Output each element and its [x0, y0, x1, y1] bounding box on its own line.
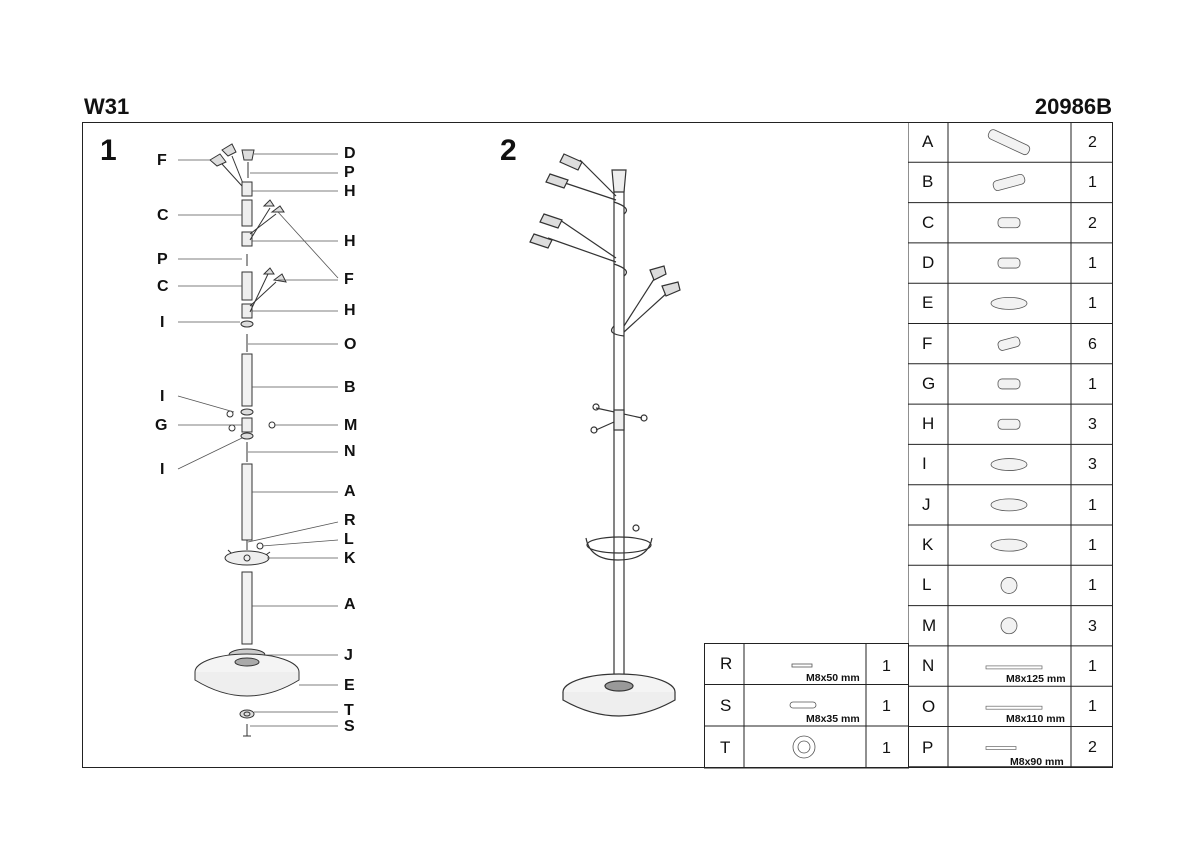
hardware-o-letter: O — [922, 697, 936, 716]
hook-tip-icon — [997, 336, 1021, 351]
part-qty: 3 — [1088, 617, 1097, 635]
connector-tube-icon — [997, 217, 1021, 229]
callout-b: B — [344, 379, 356, 396]
part-qty: 1 — [1088, 496, 1097, 514]
callout-c-lower: C — [157, 278, 169, 295]
part-letter: B — [922, 172, 934, 192]
part-letter: A — [922, 132, 934, 151]
callout-c: C — [157, 207, 169, 224]
exploded-view-diagram — [177, 143, 339, 737]
callout-k: K — [344, 550, 356, 567]
part-letter: K — [922, 535, 934, 554]
top-cap-icon — [997, 257, 1021, 269]
hardware-r-dim: M8x50 mm — [806, 672, 860, 684]
hardware-o-dim: M8x110 mm — [1006, 713, 1065, 725]
hardware-s-letter: S — [720, 696, 732, 715]
callout-p-top: P — [344, 164, 355, 181]
part-letter: C — [922, 212, 935, 232]
parts-table — [908, 122, 1113, 768]
part-letter: E — [922, 293, 934, 313]
instruction-frame — [82, 122, 1113, 768]
part-letter: I — [922, 454, 927, 474]
callout-g: G — [155, 417, 168, 434]
callout-p: P — [157, 251, 168, 268]
hardware-r-qty: 1 — [882, 658, 891, 675]
part-letter: M — [922, 615, 937, 635]
hardware-n-qty: 1 — [1088, 658, 1097, 675]
callout-i-lower: I — [160, 461, 165, 478]
callout-f-right: F — [344, 271, 354, 288]
washer-disc-icon — [990, 458, 1028, 471]
umbrella-tray-icon — [990, 538, 1028, 552]
arm-hub-icon — [997, 418, 1021, 430]
part-qty: 1 — [1088, 254, 1097, 272]
callout-d: D — [344, 145, 356, 162]
part-letter: F — [922, 333, 933, 353]
hardware-n-letter: N — [922, 656, 935, 675]
callout-n: N — [344, 443, 356, 460]
part-qty: 1 — [1088, 375, 1097, 393]
hardware-t-qty: 1 — [882, 740, 891, 757]
hardware-s-dim: M8x35 mm — [806, 713, 860, 725]
part-qty: 3 — [1088, 456, 1097, 474]
part-qty: 2 — [1088, 214, 1097, 232]
hardware-s-qty: 1 — [882, 698, 891, 715]
product-code: 20986B — [1034, 94, 1112, 119]
part-qty: 1 — [1088, 174, 1097, 192]
callout-i: I — [160, 314, 165, 331]
callout-l: L — [344, 531, 354, 548]
callout-e: E — [344, 677, 355, 694]
callout-i-middle: I — [160, 388, 165, 405]
callout-m: M — [344, 417, 358, 434]
base-plate-icon — [990, 498, 1028, 512]
long-tube-icon — [987, 129, 1031, 156]
part-letter: H — [922, 414, 935, 434]
short-tube-icon — [992, 173, 1026, 191]
part-letter: G — [922, 373, 936, 393]
part-qty: 1 — [1088, 295, 1097, 313]
callout-f: F — [157, 152, 167, 169]
part-letter: J — [922, 494, 931, 514]
callout-o: O — [344, 336, 357, 353]
callout-h-top: H — [344, 183, 356, 200]
threaded-rod-icon — [985, 746, 1017, 750]
small-ball-icon — [1000, 617, 1018, 635]
callout-a-upper: A — [344, 483, 356, 500]
callout-h-middle: H — [344, 233, 356, 250]
part-qty: 1 — [1088, 577, 1097, 595]
hardware-p-qty: 2 — [1088, 739, 1097, 756]
ball-knob-icon — [1000, 577, 1018, 594]
callout-r: R — [344, 512, 356, 529]
part-qty: 6 — [1088, 335, 1097, 353]
threaded-rod-icon — [985, 665, 1043, 670]
hardware-table — [704, 643, 909, 769]
part-letter: D — [922, 252, 935, 272]
callout-s: S — [344, 718, 355, 735]
hardware-t-letter: T — [720, 738, 731, 757]
hardware-p-letter: P — [922, 738, 934, 757]
hardware-o-qty: 1 — [1088, 698, 1097, 715]
part-qty: 1 — [1088, 537, 1097, 554]
callout-j: J — [344, 647, 353, 664]
threaded-rod-icon — [985, 705, 1043, 710]
knob-hub-icon — [997, 378, 1021, 390]
part-qty: 2 — [1088, 134, 1097, 151]
callout-a-lower: A — [344, 596, 356, 613]
callout-h-lower: H — [344, 302, 356, 319]
part-letter: L — [922, 575, 932, 595]
step-2-number: 2 — [500, 134, 517, 167]
hardware-n-dim: M8x125 mm — [1006, 673, 1066, 685]
callout-t: T — [344, 702, 354, 719]
round-base-icon — [990, 296, 1028, 310]
assembled-stand-diagram — [529, 153, 681, 717]
hardware-p-dim: M8x90 mm — [1010, 756, 1064, 768]
part-qty: 3 — [1088, 416, 1097, 434]
hardware-r-letter: R — [720, 654, 733, 673]
step-1-number: 1 — [100, 134, 117, 167]
model-name: W31 — [84, 94, 130, 119]
